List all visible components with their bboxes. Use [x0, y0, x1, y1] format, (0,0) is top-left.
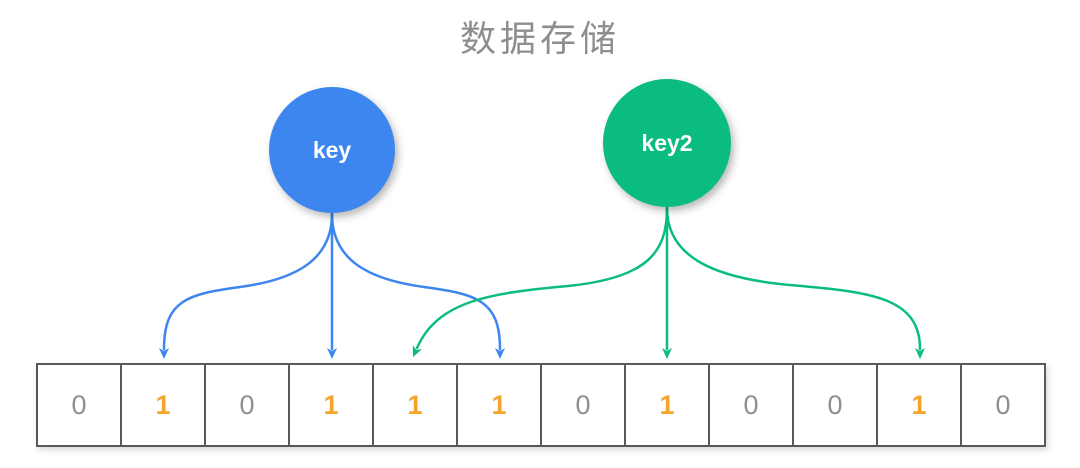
bit-value: 1 — [155, 389, 171, 420]
bit-cell-2: 0 — [204, 363, 290, 447]
bit-cell-9: 0 — [792, 363, 878, 447]
bit-value: 1 — [491, 389, 507, 420]
key1-arrow-right — [330, 212, 505, 359]
bit-cell-6: 0 — [540, 363, 626, 447]
bit-cell-5: 1 — [456, 363, 542, 447]
bit-cell-11: 0 — [960, 363, 1046, 447]
key1-node — [269, 87, 395, 213]
bit-cell-10: 1 — [876, 363, 962, 447]
key1-label: key — [313, 137, 352, 163]
diagram-title: 数据存储 — [459, 18, 620, 59]
bit-cell-3: 1 — [288, 363, 374, 447]
bit-value: 0 — [239, 389, 255, 420]
bit-cell-4: 1 — [372, 363, 458, 447]
bit-value: 0 — [71, 389, 87, 420]
key2-node — [603, 79, 731, 207]
bit-cell-8: 0 — [708, 363, 794, 447]
key2-arrow-right — [665, 206, 925, 359]
key1-arrow-left — [159, 212, 334, 359]
bit-value: 1 — [911, 389, 927, 420]
bit-value: 0 — [827, 389, 843, 420]
bit-value: 0 — [743, 389, 759, 420]
bit-value: 0 — [575, 389, 591, 420]
bit-value: 1 — [323, 389, 339, 420]
key2-label: key2 — [641, 130, 692, 156]
bit-cell-0: 0 — [36, 363, 122, 447]
bit-value: 1 — [407, 389, 423, 420]
bit-cell-7: 1 — [624, 363, 710, 447]
key2-arrow-left — [412, 206, 669, 358]
bit-value: 0 — [995, 389, 1011, 420]
bit-cell-1: 1 — [120, 363, 206, 447]
bit-array: 0 1 0 1 1 1 0 1 0 0 1 0 — [36, 363, 1046, 447]
bit-value: 1 — [659, 389, 675, 420]
